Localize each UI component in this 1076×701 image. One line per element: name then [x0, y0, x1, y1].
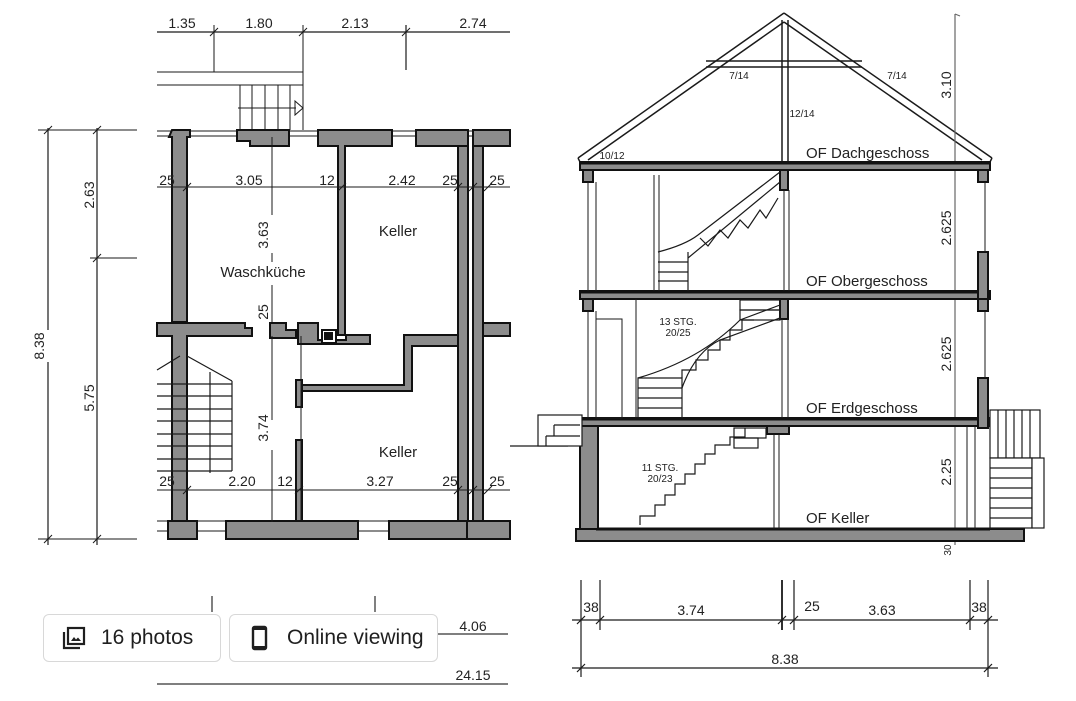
svg-text:24.15: 24.15 — [455, 667, 490, 683]
svg-text:1.35: 1.35 — [168, 15, 195, 31]
svg-text:7/14: 7/14 — [887, 71, 907, 82]
svg-text:25: 25 — [255, 304, 271, 320]
svg-text:25: 25 — [489, 172, 505, 188]
svg-text:11 STG.: 11 STG. — [642, 463, 679, 474]
level-ground: OF Erdgeschoss — [806, 400, 918, 417]
svg-text:3.74: 3.74 — [255, 414, 271, 441]
svg-text:3.63: 3.63 — [255, 221, 271, 248]
svg-text:12: 12 — [319, 172, 335, 188]
svg-text:12: 12 — [277, 473, 293, 489]
svg-text:25: 25 — [442, 172, 458, 188]
svg-text:1.80: 1.80 — [245, 15, 272, 31]
room-label-keller-lower: Keller — [379, 444, 417, 461]
floor-plan-walls — [156, 129, 511, 540]
svg-text:3.10: 3.10 — [938, 71, 954, 98]
svg-text:20/23: 20/23 — [647, 474, 672, 485]
svg-text:2.63: 2.63 — [81, 181, 97, 208]
online-viewing-button-label: Online viewing — [287, 626, 424, 649]
level-attic: OF Dachgeschoss — [806, 145, 929, 162]
room-label-keller-upper: Keller — [379, 223, 417, 240]
svg-text:12/14: 12/14 — [789, 109, 814, 120]
svg-text:25: 25 — [442, 473, 458, 489]
floor-plan-text: 1.35 1.80 2.13 2.74 8.38 2.63 5.75 25 3.… — [31, 15, 505, 683]
svg-text:5.75: 5.75 — [81, 384, 97, 411]
svg-text:2.20: 2.20 — [228, 473, 255, 489]
svg-text:2.42: 2.42 — [388, 172, 415, 188]
svg-text:10/12: 10/12 — [599, 151, 624, 162]
svg-text:30: 30 — [943, 544, 954, 556]
level-cellar: OF Keller — [806, 510, 869, 527]
level-upper: OF Obergeschoss — [806, 273, 928, 290]
photos-button-label: 16 photos — [101, 626, 194, 649]
svg-text:25: 25 — [804, 598, 820, 614]
svg-text:2.74: 2.74 — [459, 15, 486, 31]
section-text: 7/14 7/14 12/14 10/12 3.10 OF Dachgescho… — [583, 71, 987, 667]
svg-text:3.74: 3.74 — [677, 602, 704, 618]
svg-text:25: 25 — [159, 473, 175, 489]
smartphone-icon — [247, 625, 273, 651]
svg-text:20/25: 20/25 — [665, 328, 690, 339]
svg-text:25: 25 — [489, 473, 505, 489]
photo-library-icon — [61, 625, 87, 651]
svg-text:8.38: 8.38 — [771, 651, 798, 667]
section-drawing — [510, 12, 1045, 677]
photos-button[interactable]: 16 photos — [43, 614, 221, 662]
svg-text:3.63: 3.63 — [868, 602, 895, 618]
svg-text:2.25: 2.25 — [938, 458, 954, 485]
online-viewing-button[interactable]: Online viewing — [229, 614, 438, 662]
svg-text:8.38: 8.38 — [31, 332, 47, 359]
svg-text:38: 38 — [971, 599, 987, 615]
svg-text:13 STG.: 13 STG. — [659, 317, 696, 328]
svg-text:2.13: 2.13 — [341, 15, 368, 31]
room-label-waschkueche: Waschküche — [220, 264, 305, 281]
svg-text:4.06: 4.06 — [459, 618, 486, 634]
svg-text:3.05: 3.05 — [235, 172, 262, 188]
svg-text:38: 38 — [583, 599, 599, 615]
svg-text:3.27: 3.27 — [366, 473, 393, 489]
svg-text:25: 25 — [159, 172, 175, 188]
floor-plan-inner — [156, 137, 510, 685]
svg-text:2.625: 2.625 — [938, 210, 954, 245]
svg-text:2.625: 2.625 — [938, 336, 954, 371]
svg-text:7/14: 7/14 — [729, 71, 749, 82]
floor-plan — [38, 25, 510, 545]
